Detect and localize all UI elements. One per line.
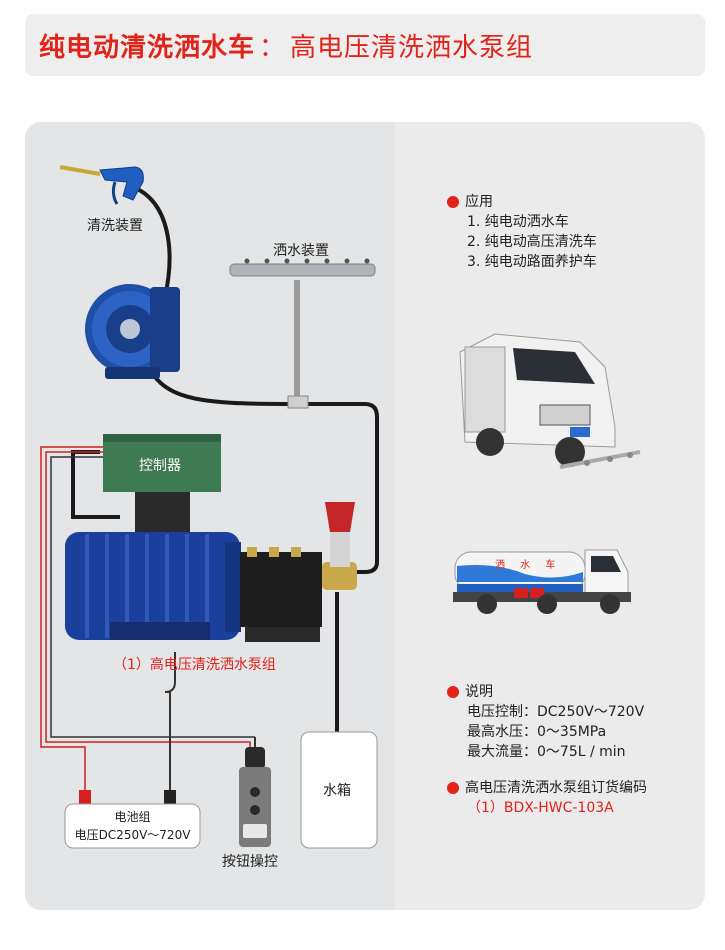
- controller-box-icon: [103, 434, 221, 560]
- hose-main: [153, 375, 379, 574]
- order-code: （1）BDX-HWC-103A: [467, 800, 614, 816]
- sprinkler-device-label: 洒水装置: [273, 243, 329, 259]
- wire-red-1: [40, 446, 107, 792]
- tanker-text: 洒 水 车: [495, 560, 562, 571]
- spray-bar-icon: [229, 258, 376, 277]
- pump-caption: （1）高电压清洗洒水泵组: [113, 657, 276, 673]
- applications-heading: 应用: [465, 194, 493, 210]
- cleaning-device-label: 清洗装置: [87, 218, 143, 234]
- battery-voltage: 电压DC250V～720V: [74, 828, 191, 842]
- wire-black-1: [50, 456, 255, 738]
- bullet-dot: [447, 686, 459, 698]
- order-block: 高电压清洗洒水泵组订货编码 （1）BDX-HWC-103A: [447, 778, 647, 818]
- diagram-svg: [40, 165, 641, 849]
- hose-gun: [132, 185, 172, 298]
- bullet-dot: [447, 782, 459, 794]
- applications-block: 应用 1. 纯电动洒水车 2. 纯电动高压清洗车 3. 纯电动路面养护车: [447, 192, 597, 272]
- motor-icon: [65, 532, 241, 640]
- bullet-dot: [447, 196, 459, 208]
- application-item: 1. 纯电动洒水车: [467, 214, 569, 230]
- button-control-label: 按钮操控: [222, 854, 278, 870]
- application-item: 3. 纯电动路面养护车: [467, 254, 597, 270]
- page-title: 纯电动清洗洒水车: [39, 32, 256, 63]
- battery-label: 电池组 电压DC250V～720V: [65, 806, 200, 846]
- wire-black-3: [164, 652, 176, 792]
- wire-red-2: [45, 451, 251, 747]
- battery-title: 电池组: [114, 810, 151, 824]
- spray-gun-icon: [59, 165, 144, 205]
- order-heading: 高电压清洗洒水泵组订货编码: [465, 780, 647, 796]
- pump-icon: [240, 502, 357, 642]
- water-tank-label: 水箱: [323, 783, 351, 799]
- page-subtitle: 高电压清洗洒水泵组: [290, 32, 534, 63]
- spec-item: 最大流量：0～75L / min: [467, 744, 626, 760]
- title-bar: 纯电动清洗洒水车 ： 高电压清洗洒水泵组: [25, 14, 705, 76]
- title-separator: ：: [259, 32, 287, 63]
- spec-item: 电压控制：DC250V～720V: [467, 704, 645, 720]
- specs-heading: 说明: [465, 684, 493, 700]
- application-item: 2. 纯电动高压清洗车: [467, 234, 597, 250]
- tee-fitting: [287, 395, 309, 409]
- battery-icon: [64, 790, 201, 849]
- main-panel: 洒 水 车 清洗装置 洒水装置 控制器 （1）高电压清洗洒水泵组 水箱 电池组 …: [25, 122, 705, 910]
- specs-block: 说明 电压控制：DC250V～720V 最高水压：0～35MPa 最大流量：0～…: [447, 682, 644, 762]
- water-tank-box: [300, 731, 378, 849]
- controller-label: 控制器: [139, 458, 181, 474]
- button-pendant-icon: [239, 747, 271, 847]
- truck-tanker-icon: [453, 549, 631, 614]
- hose-reel-icon: [85, 284, 180, 379]
- truck-van-icon: [459, 333, 641, 469]
- spec-item: 最高水压：0～35MPa: [467, 724, 607, 740]
